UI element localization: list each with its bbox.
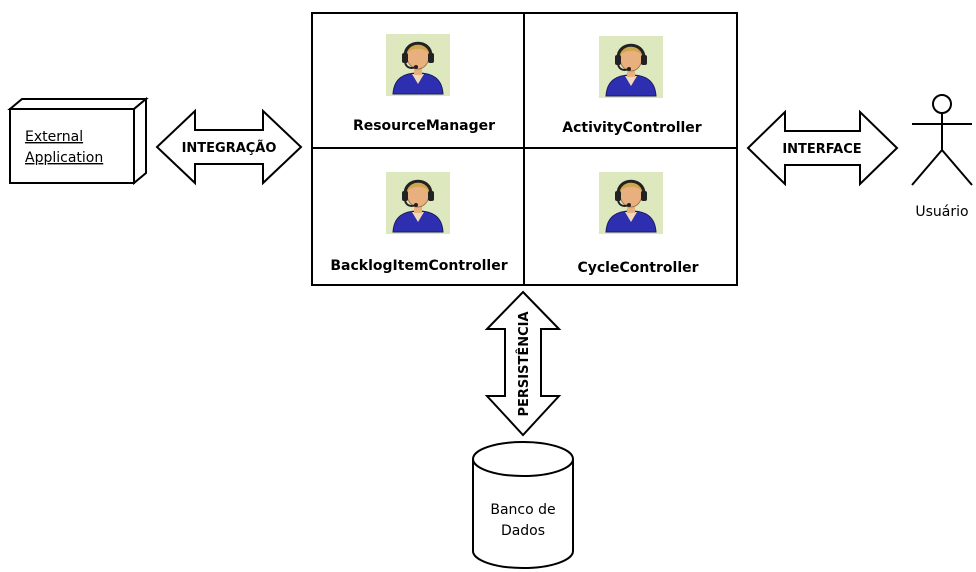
interface-label: INTERFACE	[782, 142, 861, 157]
external-application-front-face	[9, 108, 135, 184]
agent-label: BacklogItemController	[330, 258, 507, 274]
agent-resource-manager: ResourceManager	[353, 32, 495, 134]
agent-label: CycleController	[577, 260, 698, 276]
agent-label: ResourceManager	[353, 118, 495, 134]
operator-headset-icon	[597, 170, 665, 236]
agent-cycle-controller: CycleController	[577, 170, 699, 276]
external-application-label-line1: External	[25, 129, 83, 145]
operator-headset-icon	[597, 34, 665, 100]
external-application-side-face	[133, 96, 147, 186]
operator-headset-icon	[384, 32, 452, 98]
database-label-line1: Banco de	[490, 502, 555, 518]
database-cylinder-top	[472, 441, 574, 477]
database-label-line2: Dados	[501, 523, 545, 539]
agent-label: ActivityController	[562, 120, 702, 136]
persistencia-arrow: PERSISTÊNCIA	[484, 290, 562, 437]
external-application-label-line2: Application	[25, 150, 103, 166]
user-actor-label: Usuário	[915, 204, 968, 220]
user-actor: Usuário	[911, 94, 973, 220]
agent-backlog-item-controller: BacklogItemController	[330, 170, 508, 274]
stick-figure-icon	[911, 94, 973, 186]
interface-arrow: INTERFACE	[746, 109, 899, 187]
database-cylinder-body	[472, 459, 574, 569]
external-application-top-face	[7, 98, 149, 110]
operator-headset-icon	[384, 170, 452, 236]
agent-grid: ResourceManager ActivityController Backl…	[311, 12, 738, 286]
integracao-arrow: INTEGRAÇÃO	[155, 108, 303, 186]
external-application-node: External Application	[7, 96, 149, 186]
integracao-label: INTEGRAÇÃO	[182, 140, 277, 156]
agent-activity-controller: ActivityController	[562, 34, 702, 136]
database-node: Banco de Dados	[472, 441, 574, 569]
persistencia-label: PERSISTÊNCIA	[516, 311, 532, 416]
